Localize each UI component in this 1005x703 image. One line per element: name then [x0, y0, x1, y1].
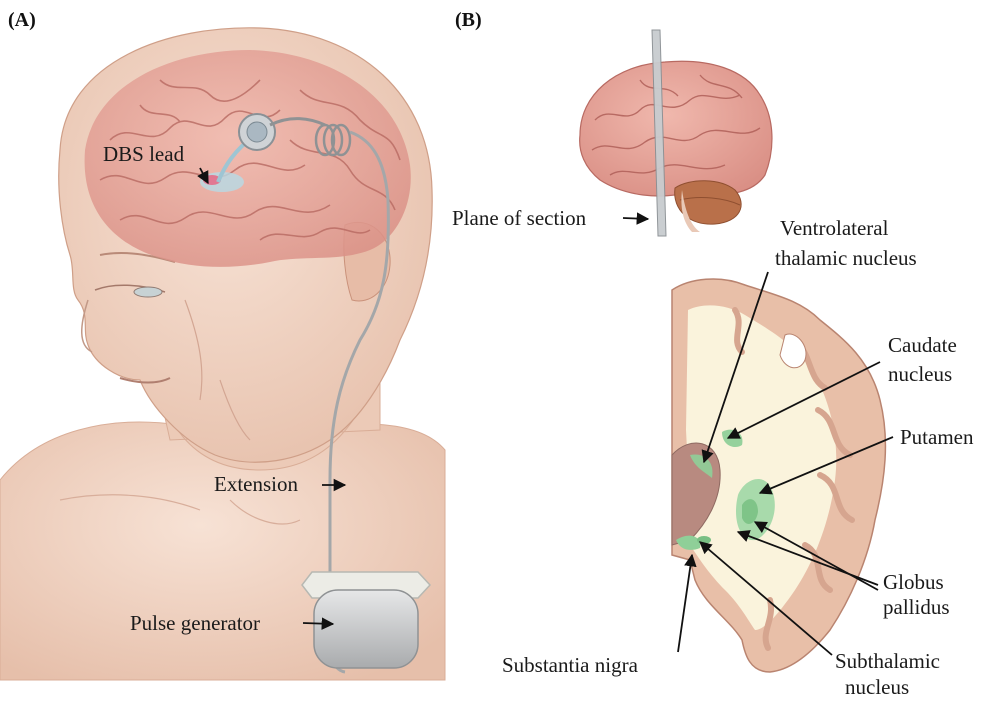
label-subthalamic-line2: nucleus: [845, 675, 909, 699]
panel-b-letter: (B): [455, 9, 482, 31]
coronal-section: [672, 279, 885, 672]
arrow-pulse-generator: [303, 623, 333, 624]
panel-a-letter: (A): [8, 9, 36, 31]
label-ventrolateral-line2: thalamic nucleus: [775, 246, 917, 270]
label-caudate-line2: nucleus: [888, 362, 952, 386]
label-pulse-generator: Pulse generator: [130, 611, 260, 635]
label-globus-line1: Globus: [883, 570, 944, 594]
label-substantia-nigra: Substantia nigra: [502, 653, 639, 677]
label-globus-line2: pallidus: [883, 595, 950, 619]
label-extension: Extension: [214, 472, 298, 496]
whole-brain-illustration: [580, 30, 772, 236]
label-putamen: Putamen: [900, 425, 974, 449]
label-subthalamic-line1: Subthalamic: [835, 649, 940, 673]
label-plane-of-section: Plane of section: [452, 206, 587, 230]
panel-b: (B) Plane of section: [452, 9, 974, 699]
panel-a: (A): [0, 9, 445, 680]
arrow-substantia-nigra: [678, 555, 692, 652]
label-ventrolateral-line1: Ventrolateral: [780, 216, 889, 240]
arrow-plane-of-section: [623, 218, 648, 219]
label-caudate-line1: Caudate: [888, 333, 957, 357]
label-dbs-lead: DBS lead: [103, 142, 185, 166]
patient-figure: [0, 28, 445, 680]
